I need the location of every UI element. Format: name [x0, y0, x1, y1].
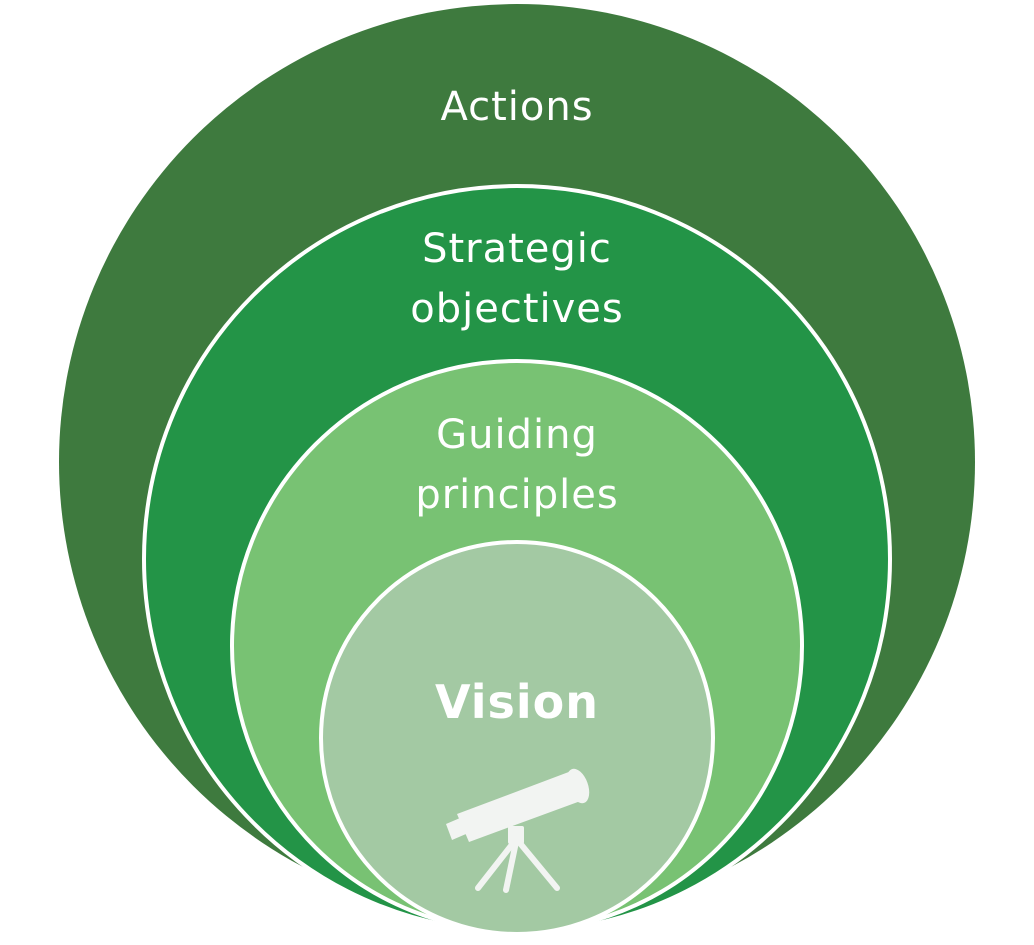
guiding-principles-label-line-1: Guiding [436, 412, 598, 458]
strategic-objectives-label-line-2: objectives [410, 286, 624, 332]
telescope-icon [446, 768, 590, 893]
vision-label: Vision [435, 675, 599, 729]
strategic-objectives-label-line-1: Strategic [422, 226, 612, 272]
guiding-principles-label-line-2: principles [415, 472, 618, 518]
vision-circle [319, 540, 715, 936]
actions-label: Actions [440, 84, 593, 130]
